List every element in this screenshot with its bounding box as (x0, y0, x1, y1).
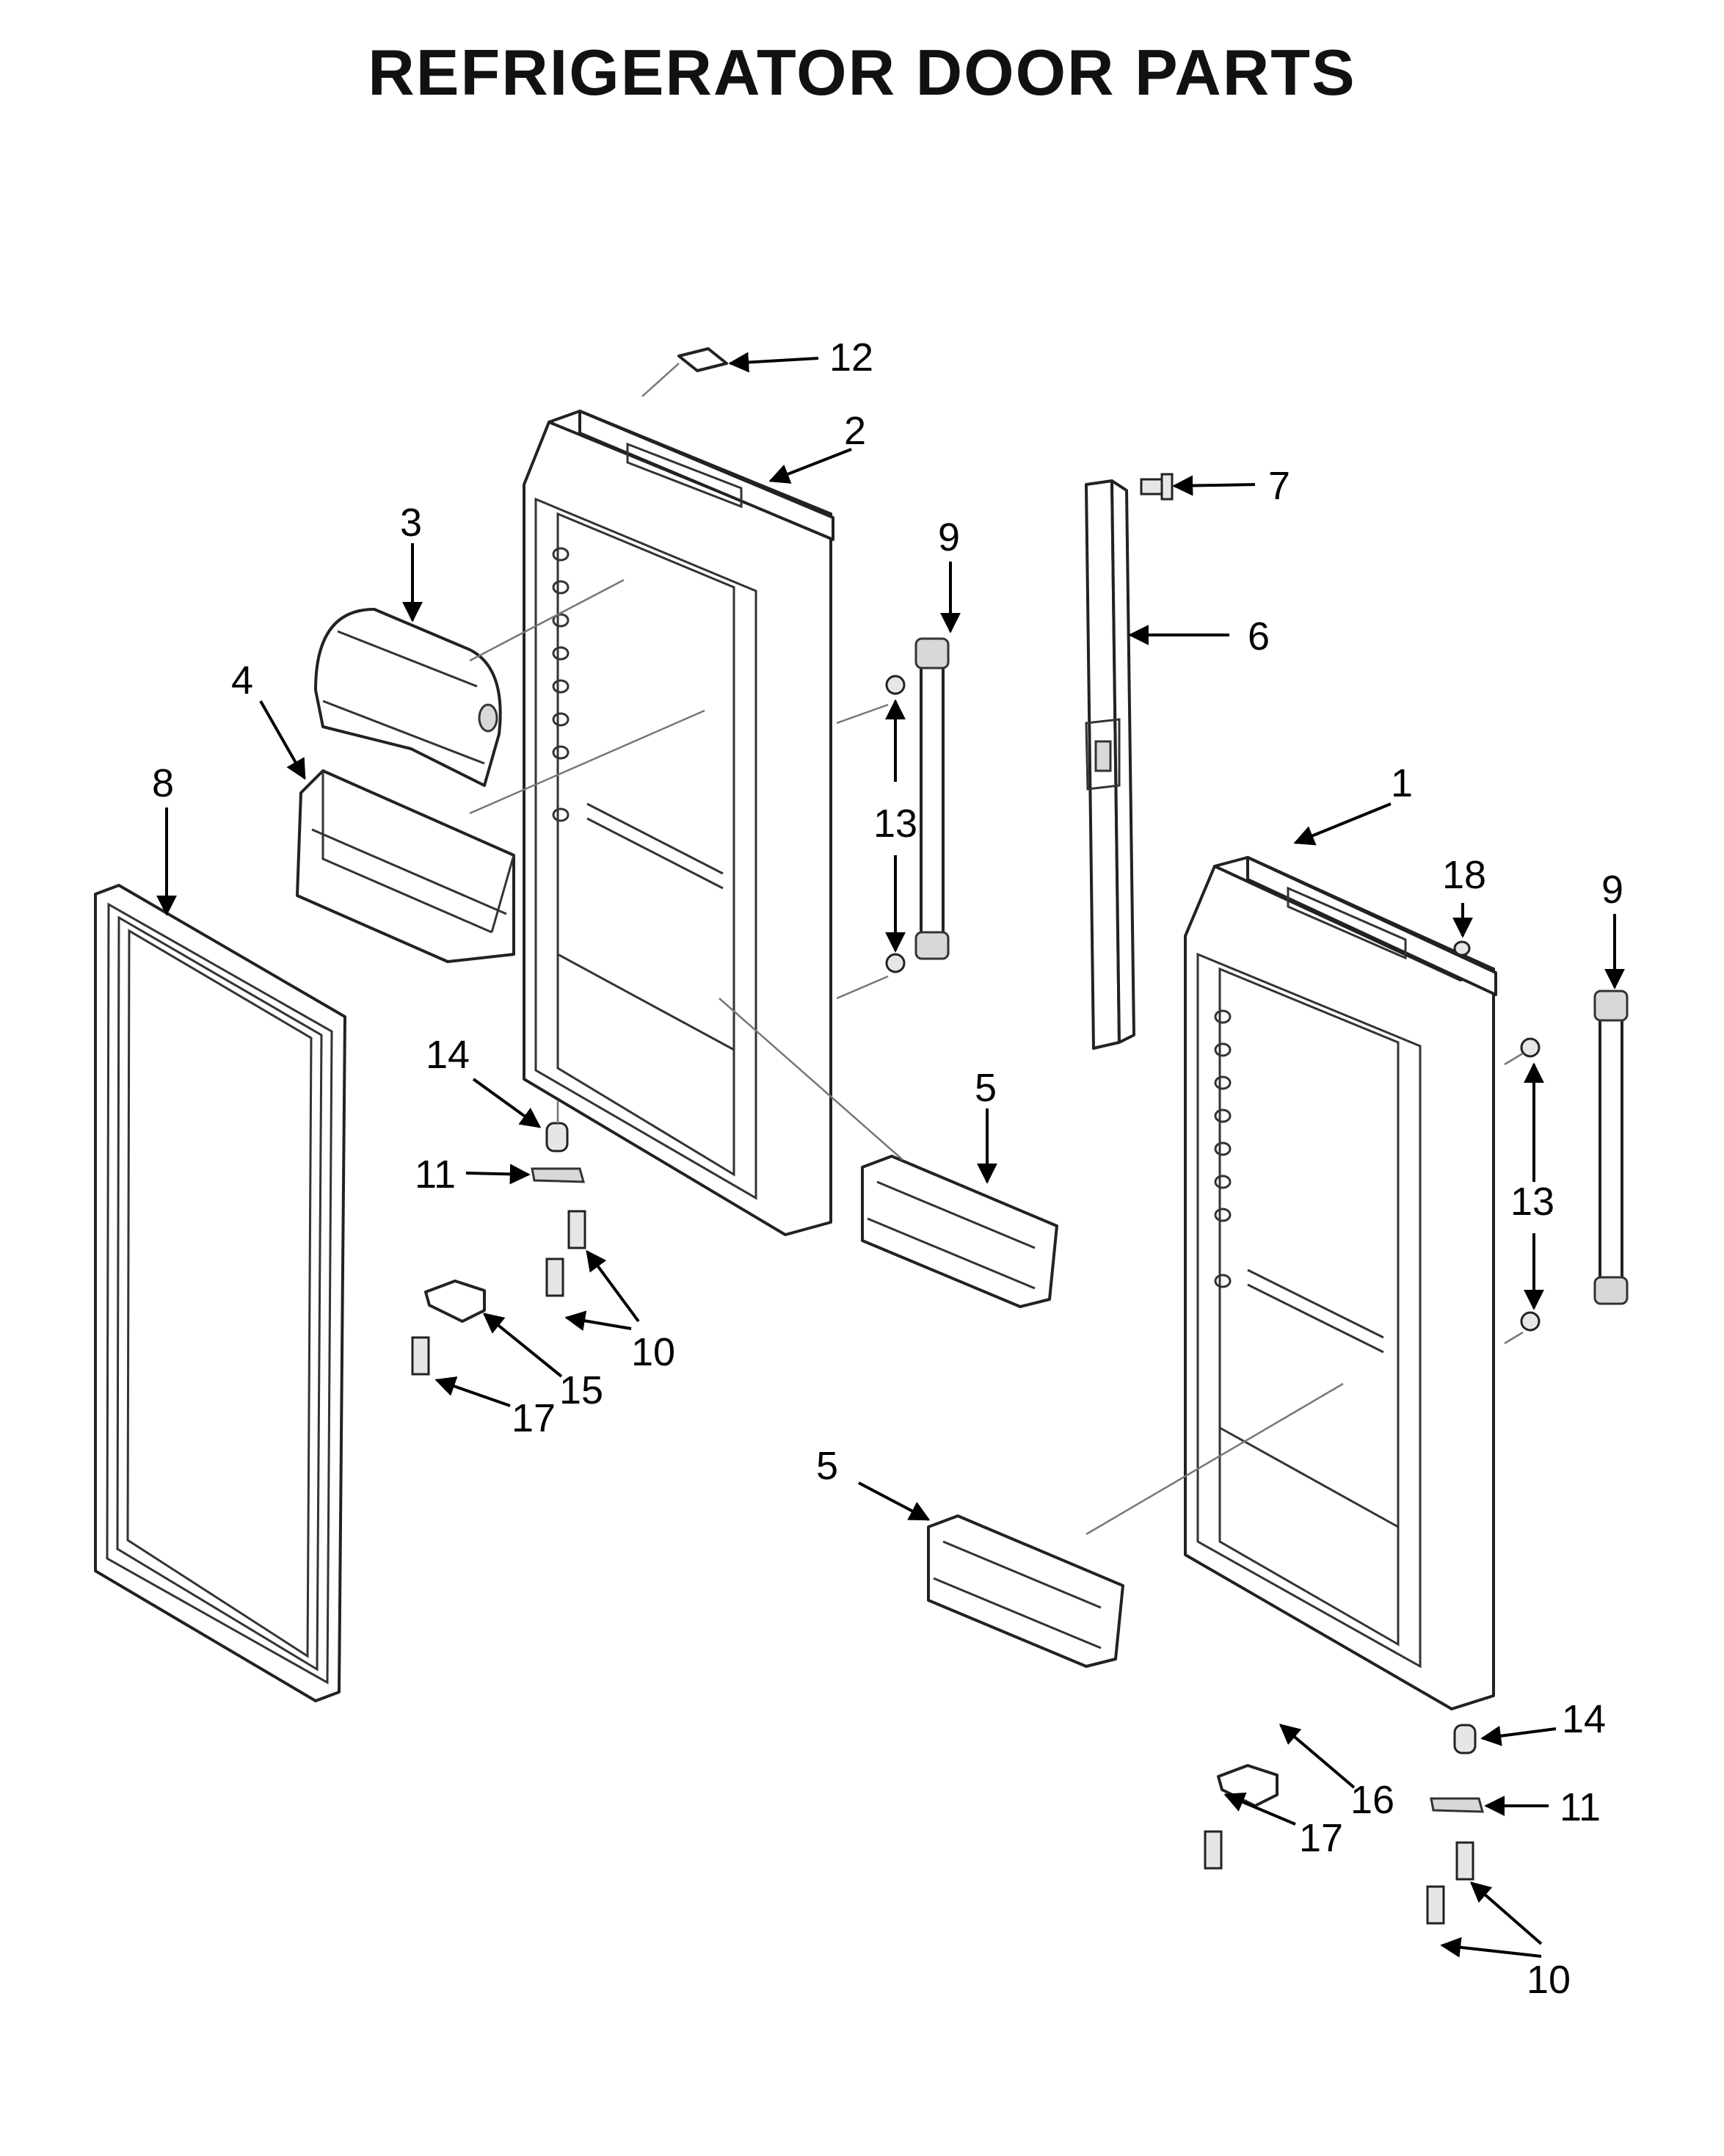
door-bin-part-upper (861, 1155, 1058, 1308)
door-bin-part-lower (927, 1514, 1124, 1668)
callout-10-left: 10 (631, 1330, 675, 1374)
callout-6: 6 (1248, 614, 1270, 658)
callout-14-right: 14 (1562, 1697, 1606, 1741)
callout-2: 2 (844, 409, 866, 453)
callout-leaders (156, 352, 1625, 1958)
dispenser-cover-part (314, 608, 502, 787)
callout-1: 1 (1391, 761, 1413, 805)
callout-4: 4 (231, 658, 253, 703)
callout-11-right: 11 (1560, 1785, 1601, 1829)
door-handle-part-right (1593, 990, 1629, 1305)
callout-13-right: 13 (1510, 1180, 1554, 1224)
door-shelf-part (296, 769, 515, 963)
callout-15: 15 (559, 1368, 603, 1412)
door-bin-slots (1214, 1009, 1232, 1288)
callout-14-left: 14 (426, 1033, 470, 1077)
callout-9-left: 9 (938, 515, 960, 559)
door-bin-slots (552, 547, 570, 822)
mullion-screw-part (1140, 473, 1174, 501)
callout-5-upper: 5 (975, 1066, 997, 1110)
diagram-title: REFRIGERATOR DOOR PARTS (368, 36, 1356, 109)
door-handle-part-left (914, 637, 950, 960)
callout-8: 8 (152, 761, 174, 805)
right-hinge-hardware (1204, 1724, 1484, 1925)
callout-5-lower: 5 (816, 1444, 838, 1488)
callout-7: 7 (1268, 464, 1290, 508)
callout-16: 16 (1350, 1778, 1394, 1822)
callout-3: 3 (400, 501, 422, 545)
right-door-part (1184, 856, 1497, 1710)
door-gasket-part (94, 884, 346, 1702)
hinge-pin-part (1453, 940, 1471, 957)
callout-17-left: 17 (512, 1396, 556, 1440)
callout-9-right: 9 (1601, 868, 1623, 912)
handle-stud-part (885, 675, 1541, 1332)
callout-18: 18 (1442, 853, 1486, 897)
assembly-guide-lines (469, 363, 1524, 1536)
mullion-part (1085, 479, 1135, 1050)
hinge-seal-part (677, 347, 728, 372)
callout-13-left: 13 (873, 802, 917, 846)
left-door-part (523, 410, 834, 1236)
callout-11-left: 11 (415, 1153, 456, 1197)
callout-12: 12 (829, 335, 873, 380)
callout-17-right: 17 (1299, 1816, 1343, 1860)
callout-10-right: 10 (1527, 1958, 1571, 2002)
